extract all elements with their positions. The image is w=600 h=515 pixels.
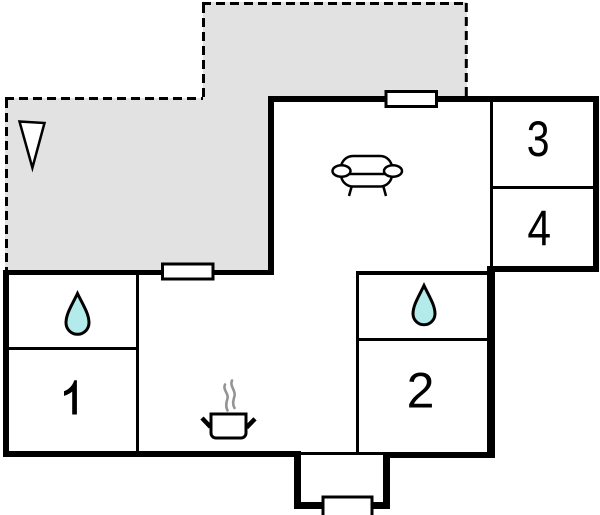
svg-text:2: 2 [407,363,435,419]
svg-text:3: 3 [527,111,550,167]
svg-text:4: 4 [527,200,551,256]
